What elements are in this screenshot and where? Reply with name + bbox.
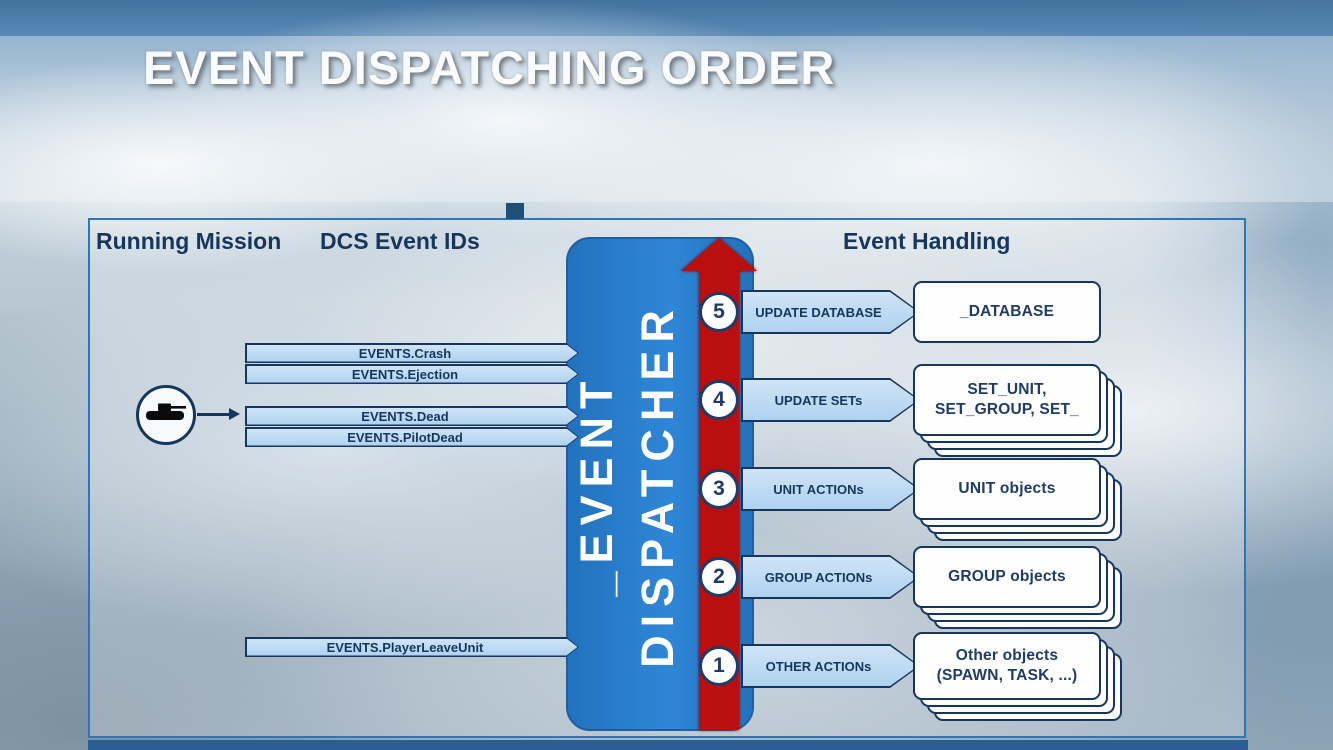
event-arrow-dead: EVENTS.Dead xyxy=(245,406,579,426)
action-label: GROUP ACTIONs xyxy=(764,569,873,585)
step-number: 4 xyxy=(713,388,725,411)
target-stack: UNIT objects xyxy=(913,458,1122,541)
target-stack: Other objects (SPAWN, TASK, ...) xyxy=(913,632,1122,721)
column-header-running-mission: Running Mission xyxy=(96,228,282,254)
target-box: UNIT objects xyxy=(913,458,1101,520)
title-band xyxy=(0,36,1333,202)
target-stack: SET_UNIT, SET_GROUP, SET_ xyxy=(913,364,1122,457)
target-text: Other objects xyxy=(955,646,1059,664)
step-number-badge: 5 xyxy=(699,292,739,332)
event-arrow-fill xyxy=(247,408,578,425)
target-text: SET_UNIT, xyxy=(967,380,1047,398)
action-arrow-fill xyxy=(743,557,918,597)
event-label: EVENTS.PlayerLeaveUnit xyxy=(326,639,484,655)
action-arrow-fill xyxy=(743,469,918,509)
step-number: 3 xyxy=(713,477,725,500)
event-arrow-fill xyxy=(247,345,578,362)
target-box: Other objects (SPAWN, TASK, ...) xyxy=(913,632,1101,700)
unit-connector-arrowhead xyxy=(229,408,240,420)
slide-title: EVENT DISPATCHING ORDER xyxy=(143,41,836,94)
event-arrow-fill xyxy=(247,366,578,383)
action-arrow-fill xyxy=(743,646,918,686)
event-label: EVENTS.Dead xyxy=(361,408,449,424)
event-label: EVENTS.Ejection xyxy=(351,366,459,382)
target-text: _DATABASE xyxy=(959,302,1055,320)
action-arrow: UPDATE DATABASE xyxy=(741,290,920,334)
event-arrow-crash: EVENTS.Crash xyxy=(245,343,579,363)
step-number-badge: 4 xyxy=(699,380,739,420)
event-arrow-fill xyxy=(247,429,578,446)
target-text-2: (SPAWN, TASK, ...) xyxy=(936,667,1078,684)
bottom-bar xyxy=(88,740,1248,750)
target-stack: _DATABASE xyxy=(913,281,1101,343)
action-label: OTHER ACTIONs xyxy=(765,658,872,674)
step-number-badge: 2 xyxy=(699,557,739,597)
action-arrow: OTHER ACTIONs xyxy=(741,644,920,688)
action-label: UPDATE DATABASE xyxy=(755,304,882,320)
unit-marker xyxy=(136,385,196,445)
frame-notch xyxy=(506,203,524,219)
target-text: GROUP objects xyxy=(948,567,1066,585)
action-label: UNIT ACTIONs xyxy=(773,481,864,497)
event-label: EVENTS.Crash xyxy=(358,345,452,361)
step-number-badge: 3 xyxy=(699,469,739,509)
target-text-2: SET_GROUP, SET_ xyxy=(935,401,1079,418)
event-arrow-pilotdead: EVENTS.PilotDead xyxy=(245,427,579,447)
unit-connector-line xyxy=(197,413,230,416)
event-arrow-fill xyxy=(247,639,578,656)
action-arrow: UNIT ACTIONs xyxy=(741,467,920,511)
action-arrow: UPDATE SETs xyxy=(741,378,920,422)
event-label: EVENTS.PilotDead xyxy=(347,429,463,445)
step-number: 2 xyxy=(713,565,725,588)
target-box: SET_UNIT, SET_GROUP, SET_ xyxy=(913,364,1101,436)
event-arrow-playerleaveunit: EVENTS.PlayerLeaveUnit xyxy=(245,637,579,657)
step-number: 1 xyxy=(713,654,725,677)
action-arrow-fill xyxy=(743,292,918,332)
action-label: UPDATE SETs xyxy=(774,392,863,408)
column-header-dcs-event-ids: DCS Event IDs xyxy=(320,228,480,254)
arrow-up-icon xyxy=(681,238,757,271)
action-arrow-fill xyxy=(743,380,918,420)
step-number: 5 xyxy=(713,300,725,323)
event-arrow-ejection: EVENTS.Ejection xyxy=(245,364,579,384)
target-box: _DATABASE xyxy=(913,281,1101,343)
target-text: UNIT objects xyxy=(958,479,1056,497)
target-stack: GROUP objects xyxy=(913,546,1122,629)
column-header-event-handling: Event Handling xyxy=(843,228,1011,254)
action-arrow: GROUP ACTIONs xyxy=(741,555,920,599)
step-number-badge: 1 xyxy=(699,646,739,686)
tank-icon xyxy=(144,399,188,432)
target-box: GROUP objects xyxy=(913,546,1101,608)
